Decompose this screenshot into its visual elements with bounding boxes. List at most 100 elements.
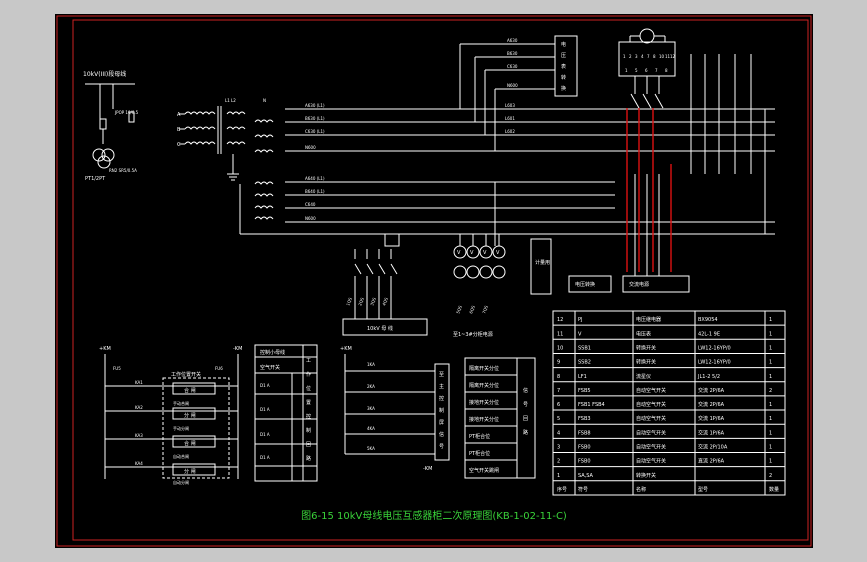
meter-label-3: V xyxy=(483,250,487,256)
table-cell: SA,SA xyxy=(578,473,594,479)
cl-label-0: +KM xyxy=(99,346,111,352)
cr-side-3: 路 xyxy=(523,429,528,436)
phase-c: C xyxy=(177,142,181,148)
vm-box-5: 换 xyxy=(561,85,566,92)
relay-term-4: 4 xyxy=(641,54,644,59)
cm-row-2: D1 A xyxy=(260,383,270,388)
table-cell: 1 xyxy=(769,345,772,351)
table-cell: 1 xyxy=(769,445,772,451)
table-cell: 1 xyxy=(769,360,772,366)
switch-6: 6QS xyxy=(468,304,476,314)
table-cell: FSB0 xyxy=(578,459,591,465)
table-header-cell: 型号 xyxy=(698,486,708,493)
switch-1: 1QS xyxy=(345,296,353,306)
meter-2 xyxy=(466,245,480,259)
cr-list-2: 接地开关分位 xyxy=(469,399,499,406)
cm-v-5: 制 xyxy=(306,427,311,434)
cr-list-0: 隔离开关分位 xyxy=(469,365,499,372)
lv-block-label: 10kV 母 线 xyxy=(367,325,393,332)
inner-frame xyxy=(72,19,809,541)
spd-label: JPOP 10/0.5 xyxy=(114,110,139,115)
top-label-4: N600 xyxy=(507,83,518,88)
cm-v-7: 路 xyxy=(306,455,311,462)
vm-box-2: 压 xyxy=(561,53,566,59)
relay-term-9: 12 xyxy=(670,54,676,59)
table-cell: JL1-2 5/2 xyxy=(697,374,720,380)
table-cell: LW12-16YP/0 xyxy=(698,360,731,366)
table-cell: 1 xyxy=(557,473,560,479)
table-cell: 1 xyxy=(769,402,772,408)
cl-label-4: KA1 xyxy=(135,380,143,385)
cr-box-6: 号 xyxy=(439,444,444,450)
table-cell: 1 xyxy=(769,317,772,323)
meter-caption: 至1~3#分柜电源 xyxy=(453,331,493,338)
table-cell: 自动空气开关 xyxy=(636,458,666,465)
cr-box-4: 屏 xyxy=(439,420,444,426)
cl-row-3: 自动合闸 xyxy=(173,453,189,459)
table-cell: SSB1 xyxy=(578,345,591,351)
table-cell: 自动空气开关 xyxy=(636,444,666,451)
bus-label-2: B630 (L1) xyxy=(305,116,325,121)
table-cell: 自动空气开关 xyxy=(636,429,666,436)
phase-b: B xyxy=(177,127,181,133)
cm-row-5: D1 A xyxy=(260,455,270,460)
table-cell: LW12-16YP/0 xyxy=(698,345,731,351)
table-cell: V xyxy=(578,331,582,337)
meter-1 xyxy=(453,245,467,259)
ct-label-2: N xyxy=(263,98,266,103)
red-wires xyxy=(626,108,672,272)
table-cell: 2 xyxy=(769,388,772,394)
table-cell: BX9054 xyxy=(698,317,718,323)
outer-frame xyxy=(56,15,812,547)
cr-label-1: -KM xyxy=(423,466,432,472)
cr-box-1: 主 xyxy=(439,383,444,390)
cr-side-1: 号 xyxy=(523,402,528,408)
cr-box-5: 信 xyxy=(439,431,444,438)
cl-label-1: -KM xyxy=(233,346,242,352)
switch-4: 4QS xyxy=(381,296,389,306)
table-cell: 9 xyxy=(557,360,560,366)
table-cell: 1 xyxy=(769,374,772,380)
table-cell: 10 xyxy=(557,345,563,351)
relay-term-1: 1 xyxy=(623,54,626,59)
meter-label-1: V xyxy=(457,250,461,256)
table-cell: LF1 xyxy=(578,374,587,380)
cl-box-3: 合 闸 xyxy=(184,440,196,447)
top-label-3: C630 xyxy=(507,64,518,69)
cr-list-5: PT柜合位 xyxy=(469,450,490,457)
cl-label-3: FU6 xyxy=(215,366,223,371)
table-cell: PJ xyxy=(578,317,583,323)
relay-bot-2: 5 xyxy=(635,68,638,73)
table-cell: 交流 2P/6A xyxy=(698,401,725,408)
cr-list-6: 空气开关跳闸 xyxy=(469,467,499,474)
cl-row-2: 手动分闸 xyxy=(173,425,189,431)
relay-bot-5: 8 xyxy=(665,68,668,73)
cl-box-2: 分 闸 xyxy=(184,412,196,419)
table-cell: 交流 1P/6A xyxy=(698,429,725,436)
cm-row-1: 空气开关 xyxy=(260,364,280,371)
cl-box-4: 分 闸 xyxy=(184,468,196,475)
table-cell: 转换开关 xyxy=(636,344,656,351)
table-cell: FSB3 xyxy=(578,416,591,422)
table-cell: FSB0 xyxy=(578,445,591,451)
table-cell: 7 xyxy=(557,388,560,394)
table-cell: 转换开关 xyxy=(636,472,656,479)
bus-label-5: A640 (L1) xyxy=(305,176,325,181)
table-cell: 交流 1P/6A xyxy=(698,415,725,422)
fuse-label: RN2 SR5/0.5A xyxy=(109,168,137,173)
cr-box-0: 至 xyxy=(439,372,444,378)
table-cell: 8 xyxy=(557,374,560,380)
small-box-1: 电压转换 xyxy=(575,281,595,288)
table-cell: 11 xyxy=(557,331,563,337)
drawing-sheet: 10kV(III)段母线 PT1/2PT RN2 SR5/0.5A JPOP 1… xyxy=(55,14,813,548)
cr-label-0: +KM xyxy=(340,346,352,352)
meter-group xyxy=(453,245,506,279)
relay-term-3: 3 xyxy=(635,54,638,59)
cl-label-7: KA4 xyxy=(135,461,143,466)
cm-v-6: 回 xyxy=(306,442,311,448)
cl-row-4: 自动分闸 xyxy=(173,479,189,485)
table-header-cell: 数量 xyxy=(769,486,779,493)
cr-label-2: 1KA xyxy=(367,362,375,367)
table-cell: 4 xyxy=(557,430,560,436)
